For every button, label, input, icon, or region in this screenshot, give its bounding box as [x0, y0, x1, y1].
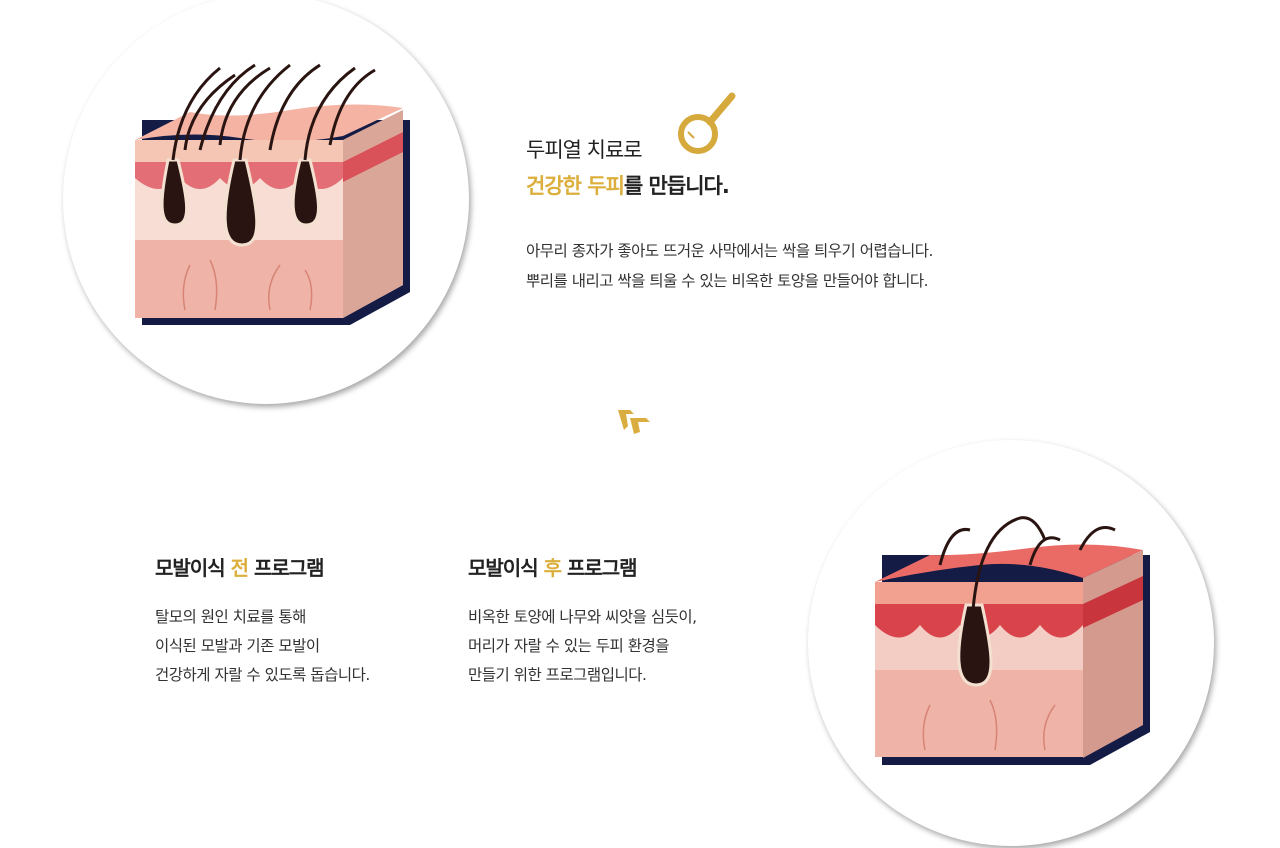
magnifier-icon: [678, 92, 736, 154]
title-part: 프로그램: [247, 556, 325, 580]
after-program: 모발이식 후 프로그램 비옥한 토양에 나무와 씨앗을 심듯이, 머리가 자랄 …: [468, 552, 697, 690]
title-part: 모발이식: [468, 556, 544, 580]
before-program-title: 모발이식 전 프로그램: [155, 552, 370, 581]
intro-heading-highlight: 건강한 두피: [526, 174, 625, 198]
before-desc-line: 건강하게 자랄 수 있도록 돕습니다.: [155, 666, 370, 684]
title-highlight: 후: [543, 556, 562, 580]
before-desc-line: 탈모의 원인 치료를 통해: [155, 608, 306, 626]
before-desc-line: 이식된 모발과 기존 모발이: [155, 637, 320, 655]
intro-heading-rest: 를 만듭니다.: [623, 174, 730, 198]
after-desc-line: 머리가 자랄 수 있는 두피 환경을: [468, 637, 670, 655]
healthy-scalp-illustration: [875, 516, 1150, 765]
intro-desc-line: 아무리 종자가 좋아도 뜨거운 사막에서는 싹을 틔우기 어렵습니다.: [526, 242, 933, 260]
double-chevron-icon: [618, 410, 650, 434]
title-part: 모발이식: [155, 556, 231, 580]
intro-desc-line: 뿌리를 내리고 싹을 틔울 수 있는 비옥한 토양을 만들어야 합니다.: [526, 272, 929, 290]
before-program: 모발이식 전 프로그램 탈모의 원인 치료를 통해 이식된 모발과 기존 모발이…: [155, 552, 370, 690]
after-program-title: 모발이식 후 프로그램: [468, 552, 697, 581]
after-desc-line: 비옥한 토양에 나무와 씨앗을 심듯이,: [468, 608, 697, 626]
unhealthy-scalp-illustration: [135, 63, 410, 325]
intro-heading-line1: 두피열 치료로: [526, 138, 643, 162]
intro-description: 아무리 종자가 좋아도 뜨거운 사막에서는 싹을 틔우기 어렵습니다. 뿌리를 …: [526, 236, 933, 296]
title-highlight: 전: [230, 556, 249, 580]
intro-heading: 두피열 치료로 건강한 두피를 만듭니다.: [526, 132, 730, 204]
after-desc-line: 만들기 위한 프로그램입니다.: [468, 666, 647, 684]
title-part: 프로그램: [560, 556, 638, 580]
